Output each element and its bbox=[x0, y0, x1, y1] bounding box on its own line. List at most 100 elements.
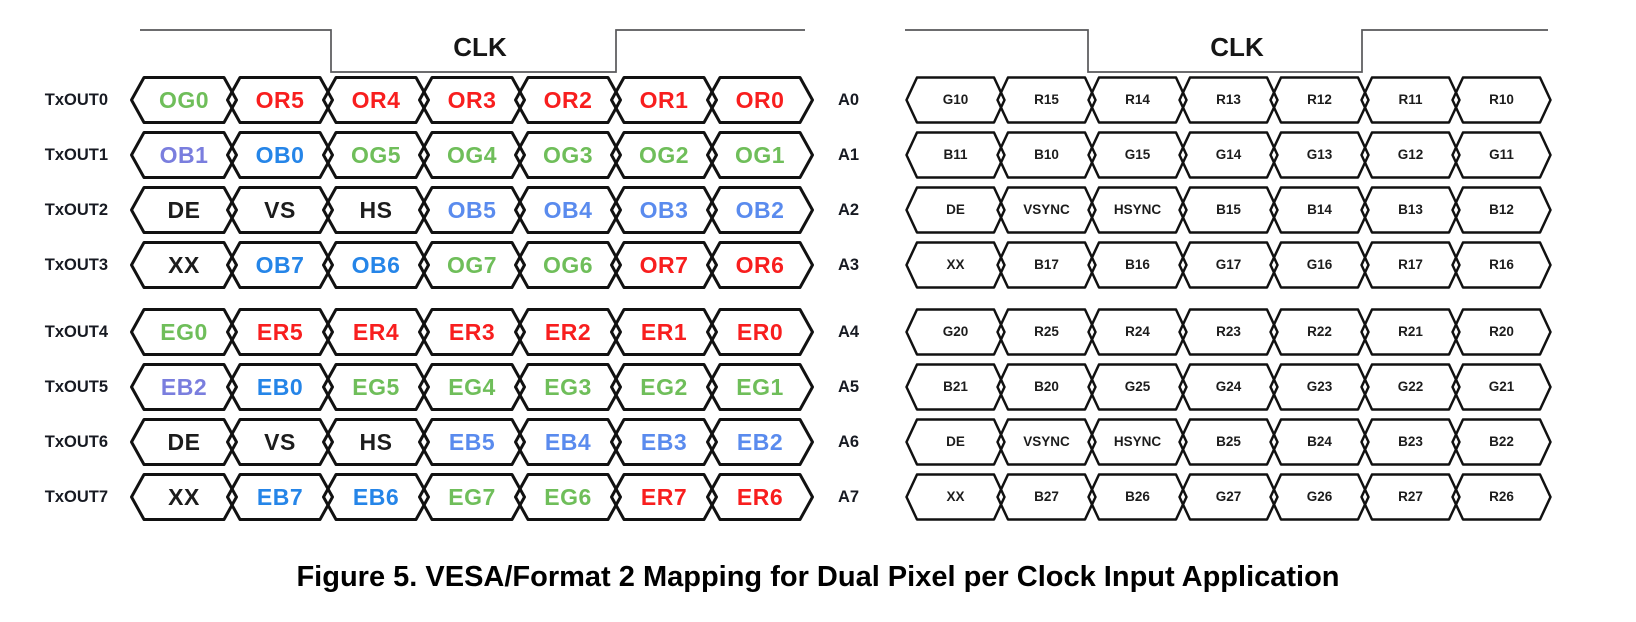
bus-cell-hexagon bbox=[226, 241, 334, 289]
bus-cell-hexagon bbox=[905, 308, 1006, 356]
bus-cell-label: ER3 bbox=[448, 318, 496, 345]
bus-cell: B14 bbox=[1269, 186, 1370, 234]
bus-cell: OG0 bbox=[130, 76, 238, 124]
bus-cell-label: OB5 bbox=[447, 196, 497, 223]
bus-cell-hexagon bbox=[1087, 308, 1188, 356]
bus-cell-hexagon bbox=[1269, 308, 1370, 356]
bus-cell: OB2 bbox=[706, 186, 814, 234]
bus-cell: EG5 bbox=[322, 363, 430, 411]
bus-cell-label: HSYNC bbox=[1113, 202, 1162, 218]
bus-cell-hexagon bbox=[905, 418, 1006, 466]
bus-cell-label: B13 bbox=[1398, 202, 1423, 218]
bus-cell-label: R15 bbox=[1034, 92, 1059, 108]
bus-cell-hexagon bbox=[1087, 76, 1188, 124]
bus-cell-hexagon bbox=[1178, 363, 1279, 411]
bus-cell-hexagon bbox=[1087, 363, 1188, 411]
bus-cell-hexagon bbox=[905, 363, 1006, 411]
bus-cell-hexagon bbox=[1451, 131, 1552, 179]
bus-cell-hexagon bbox=[1451, 186, 1552, 234]
timing-row: A5 B21 B20 G25 bbox=[0, 363, 1636, 411]
bus-cell-label: B21 bbox=[943, 379, 968, 395]
bus-cell-hexagon bbox=[1178, 186, 1279, 234]
bus-cell-label: OG5 bbox=[350, 141, 402, 168]
bus-cell-hexagon bbox=[706, 76, 814, 124]
bus-cell-hexagon bbox=[706, 473, 814, 521]
bus-cell-hexagon bbox=[1360, 186, 1461, 234]
bus-cell: R15 bbox=[996, 76, 1097, 124]
bus-cell-label: R16 bbox=[1489, 257, 1514, 273]
bus-cell-label: G25 bbox=[1124, 379, 1151, 395]
bus-cell-label: R17 bbox=[1398, 257, 1423, 273]
bus-cell-label: OB1 bbox=[159, 141, 209, 168]
bus-cell: R23 bbox=[1178, 308, 1279, 356]
bus-cell-label: G16 bbox=[1306, 257, 1333, 273]
bus-cell: OR7 bbox=[610, 241, 718, 289]
bus-cell-label: HS bbox=[359, 428, 393, 455]
bus-cell: EG3 bbox=[514, 363, 622, 411]
bus-cell-label: EB6 bbox=[352, 483, 400, 510]
bus-cell-label: OG4 bbox=[446, 141, 498, 168]
row-label: TxOUT4 bbox=[44, 322, 108, 341]
bus-cell: OR6 bbox=[706, 241, 814, 289]
row-label: A1 bbox=[838, 145, 860, 164]
bus-cell: G11 bbox=[1451, 131, 1552, 179]
bus-cell-hexagon bbox=[1087, 131, 1188, 179]
bus-cell: OG3 bbox=[514, 131, 622, 179]
timing-row: A1 B11 B10 G15 bbox=[0, 131, 1636, 179]
bus-cell-label: G26 bbox=[1306, 489, 1333, 505]
row-label: A3 bbox=[838, 255, 860, 274]
bus-cell: EB0 bbox=[226, 363, 334, 411]
bus-cell-label: OR5 bbox=[255, 86, 305, 113]
bus-cell: R27 bbox=[1360, 473, 1461, 521]
bus-cell: R24 bbox=[1087, 308, 1188, 356]
timing-row: TxOUT3 XX OB7 OB6 bbox=[0, 241, 1636, 289]
row-label: A7 bbox=[838, 487, 860, 506]
bus-cell-label: G14 bbox=[1215, 147, 1242, 163]
row-cells: G20 R25 R24 R23 bbox=[905, 308, 1552, 356]
bus-cell-hexagon bbox=[905, 131, 1006, 179]
bus-cell: EG7 bbox=[418, 473, 526, 521]
bus-cell-label: DE bbox=[167, 428, 201, 455]
bus-cell-hexagon bbox=[706, 418, 814, 466]
bus-cell-hexagon bbox=[610, 308, 718, 356]
row-cells: OG0 OR5 OR4 OR3 bbox=[130, 76, 814, 124]
bus-cell: HS bbox=[322, 418, 430, 466]
bus-cell-label: EG5 bbox=[352, 373, 400, 400]
bus-cell-hexagon bbox=[130, 418, 238, 466]
bus-cell: OB0 bbox=[226, 131, 334, 179]
bus-cell: R10 bbox=[1451, 76, 1552, 124]
bus-cell-label: B26 bbox=[1125, 489, 1150, 505]
bus-cell-hexagon bbox=[996, 186, 1097, 234]
bus-cell-label: R14 bbox=[1125, 92, 1150, 108]
bus-cell: EG2 bbox=[610, 363, 718, 411]
bus-cell: G10 bbox=[905, 76, 1006, 124]
row-cells: DE VSYNC HSYNC B25 bbox=[905, 418, 1552, 466]
bus-cell-label: OB3 bbox=[639, 196, 689, 223]
bus-cell-hexagon bbox=[996, 363, 1097, 411]
bus-cell-hexagon bbox=[418, 241, 526, 289]
bus-cell-hexagon bbox=[1360, 363, 1461, 411]
bus-cell-hexagon bbox=[514, 76, 622, 124]
bus-cell-hexagon bbox=[996, 131, 1097, 179]
row-cells: EG0 ER5 ER4 ER3 bbox=[130, 308, 814, 356]
bus-cell-label: EB2 bbox=[160, 373, 208, 400]
bus-cell-label: OG6 bbox=[542, 251, 594, 278]
bus-cell-label: OR4 bbox=[351, 86, 401, 113]
bus-cell-label: ER4 bbox=[352, 318, 400, 345]
bus-cell: VSYNC bbox=[996, 418, 1097, 466]
bus-cell-label: G22 bbox=[1397, 379, 1424, 395]
bus-cell-hexagon bbox=[226, 418, 334, 466]
row-label: TxOUT2 bbox=[44, 200, 108, 219]
bus-cell-hexagon bbox=[1178, 308, 1279, 356]
bus-cell: R17 bbox=[1360, 241, 1461, 289]
bus-cell-label: G27 bbox=[1215, 489, 1242, 505]
bus-cell: B21 bbox=[905, 363, 1006, 411]
bus-cell-label: OB0 bbox=[255, 141, 305, 168]
bus-cell-label: DE bbox=[946, 434, 965, 450]
bus-cell-label: G15 bbox=[1124, 147, 1151, 163]
bus-cell: XX bbox=[905, 241, 1006, 289]
bus-cell-label: G21 bbox=[1488, 379, 1515, 395]
bus-cell: EB6 bbox=[322, 473, 430, 521]
bus-cell-label: B23 bbox=[1398, 434, 1423, 450]
bus-cell-label: EB2 bbox=[736, 428, 784, 455]
